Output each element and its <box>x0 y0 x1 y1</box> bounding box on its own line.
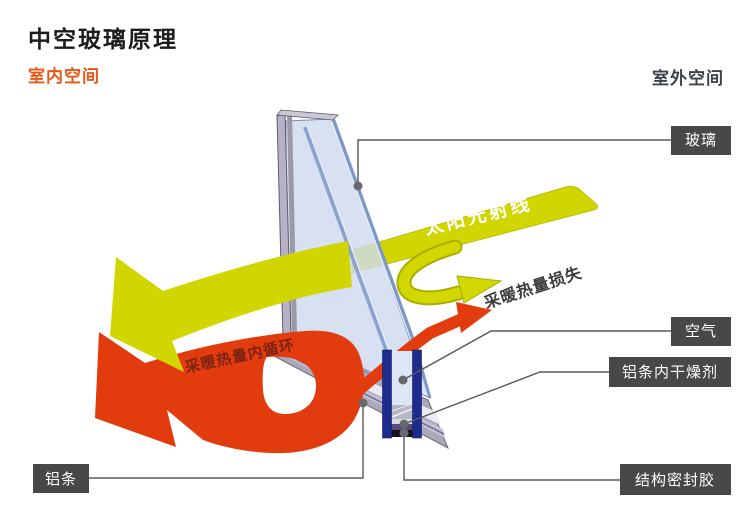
callout-boxes: 玻璃 空气 铝条内干燥剂 结构密封胶 铝条 <box>33 126 731 495</box>
pane-section-left <box>382 349 392 439</box>
callout-glass: 玻璃 <box>671 126 731 155</box>
glass-dot <box>353 181 363 191</box>
callout-glass-label: 玻璃 <box>685 132 717 149</box>
callout-desiccant-label: 铝条内干燥剂 <box>622 364 718 381</box>
callout-desiccant: 铝条内干燥剂 <box>609 357 731 387</box>
outdoor-zone-label: 室外空间 <box>652 69 724 88</box>
solar-transmitted-arrow <box>110 241 352 372</box>
callout-connectors <box>89 139 671 481</box>
callout-air-label: 空气 <box>685 323 717 340</box>
callout-air: 空气 <box>671 317 731 346</box>
glass-unit <box>276 109 432 399</box>
page-title: 中空玻璃原理 <box>28 26 178 52</box>
callout-sealant-label: 结构密封胶 <box>635 472 715 489</box>
solar-ray-band <box>351 185 598 274</box>
aluminum-dot <box>358 398 368 408</box>
callout-sealant: 结构密封胶 <box>620 464 731 495</box>
air-dot <box>398 375 408 385</box>
heat-loss-arrow <box>456 302 492 333</box>
solar-reflected-arrow <box>396 239 503 306</box>
indoor-zone-label: 室内空间 <box>28 67 100 86</box>
sealant-dot <box>399 428 409 438</box>
unit-top-edge <box>276 109 339 121</box>
desiccant-dot <box>399 419 409 429</box>
callout-dots <box>353 181 409 438</box>
pane-section-right <box>412 349 422 439</box>
callout-aluminum-label: 铝条 <box>45 471 77 488</box>
heat-loss-text: 采暖热量损失 <box>481 263 585 313</box>
callout-aluminum: 铝条 <box>33 464 89 493</box>
